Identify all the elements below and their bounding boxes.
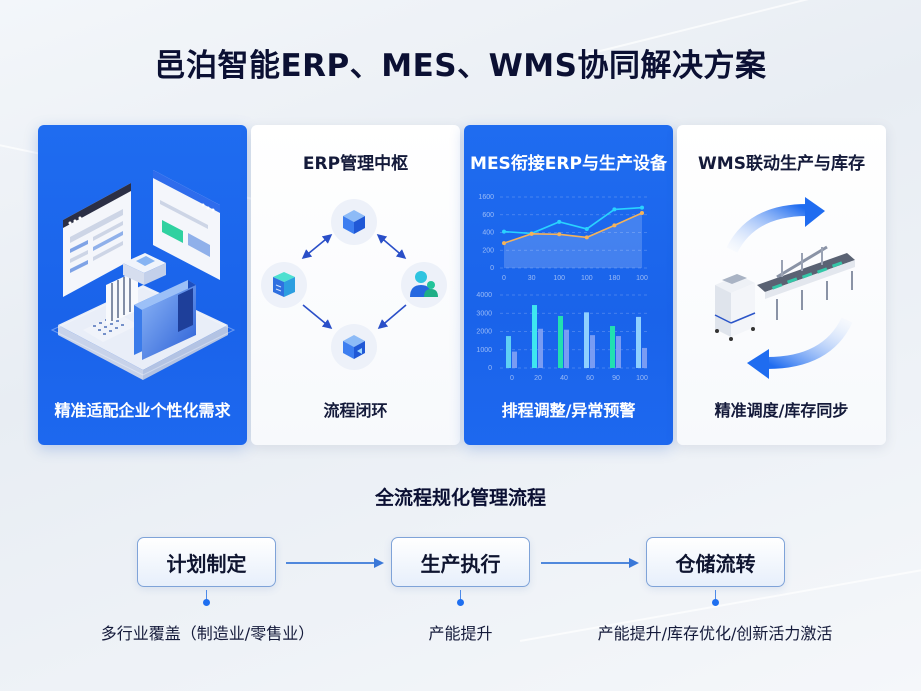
page-title: 邑泊智能ERP、MES、WMS协同解决方案: [154, 48, 767, 84]
step-caption: 产能提升: [428, 624, 493, 643]
step-label: 仓储流转: [675, 551, 756, 576]
svg-text:30: 30: [528, 275, 536, 282]
step-caption: 多行业覆盖（制造业/零售业）: [100, 624, 315, 643]
card-caption: 精准适配企业个性化需求: [54, 401, 231, 420]
bar-chart: 0 1000 2000 3000 4000 0 20 40 60 90 100: [476, 292, 648, 382]
svg-text:4000: 4000: [476, 292, 492, 299]
svg-text:100: 100: [636, 275, 648, 282]
step-caption: 产能提升/库存优化/创新活力激活: [597, 624, 833, 643]
card-customization: 精准适配企业个性化需求: [38, 125, 247, 445]
svg-text:600: 600: [482, 212, 494, 219]
svg-text:2000: 2000: [476, 329, 492, 336]
database-icon: [273, 272, 295, 297]
cube-play-icon: [343, 335, 365, 359]
card-caption: 精准调度/库存同步: [714, 401, 849, 420]
users-icon: [410, 271, 438, 297]
svg-text:0: 0: [488, 365, 492, 372]
conveyor-machine: [714, 245, 855, 341]
svg-text:100: 100: [553, 275, 565, 282]
svg-text:0: 0: [490, 265, 494, 272]
step-label: 计划制定: [166, 551, 247, 576]
cube-icon: [343, 210, 365, 234]
connector-line: [715, 590, 716, 600]
svg-text:100: 100: [636, 375, 648, 382]
svg-text:100: 100: [581, 275, 593, 282]
svg-text:1600: 1600: [478, 194, 494, 201]
card-title: WMS联动生产与库存: [698, 154, 865, 174]
bullet-dot: [457, 599, 464, 606]
card-title: MES衔接ERP与生产设备: [470, 154, 667, 174]
svg-text:200: 200: [482, 247, 494, 254]
erp-loop-diagram: [261, 199, 447, 370]
svg-text:3000: 3000: [476, 310, 492, 317]
sync-arrow-icon: [726, 197, 853, 379]
flow-title: 全流程规化管理流程: [374, 487, 546, 509]
svg-text:90: 90: [612, 375, 620, 382]
software-workstation-illustration: [50, 170, 236, 380]
card-caption: 排程调整/异常预警: [501, 401, 636, 420]
arrow-right-icon: [541, 558, 639, 568]
connector-line: [460, 590, 461, 600]
step-label: 生产执行: [420, 551, 501, 576]
svg-text:60: 60: [586, 375, 594, 382]
svg-text:0: 0: [510, 375, 514, 382]
line-chart: 0 200 400 600 1600 0 30 100 100 180 100: [478, 194, 648, 282]
card-title: ERP管理中枢: [302, 154, 409, 174]
arrow-right-icon: [286, 558, 384, 568]
svg-text:400: 400: [482, 230, 494, 237]
svg-text:0: 0: [502, 275, 506, 282]
conveyor-sync-illustration: [714, 197, 855, 379]
step-warehousing[interactable]: 仓储流转: [646, 537, 785, 587]
svg-text:20: 20: [534, 375, 542, 382]
card-wms: WMS联动生产与库存: [677, 125, 886, 445]
step-production[interactable]: 生产执行: [391, 537, 530, 587]
bullet-dot: [203, 599, 210, 606]
card-erp: ERP管理中枢: [251, 125, 460, 445]
svg-text:40: 40: [560, 375, 568, 382]
connector-line: [206, 590, 207, 600]
svg-text:1000: 1000: [476, 347, 492, 354]
bullet-dot: [712, 599, 719, 606]
svg-text:180: 180: [609, 275, 621, 282]
card-caption: 流程闭环: [323, 401, 388, 420]
step-planning[interactable]: 计划制定: [137, 537, 276, 587]
